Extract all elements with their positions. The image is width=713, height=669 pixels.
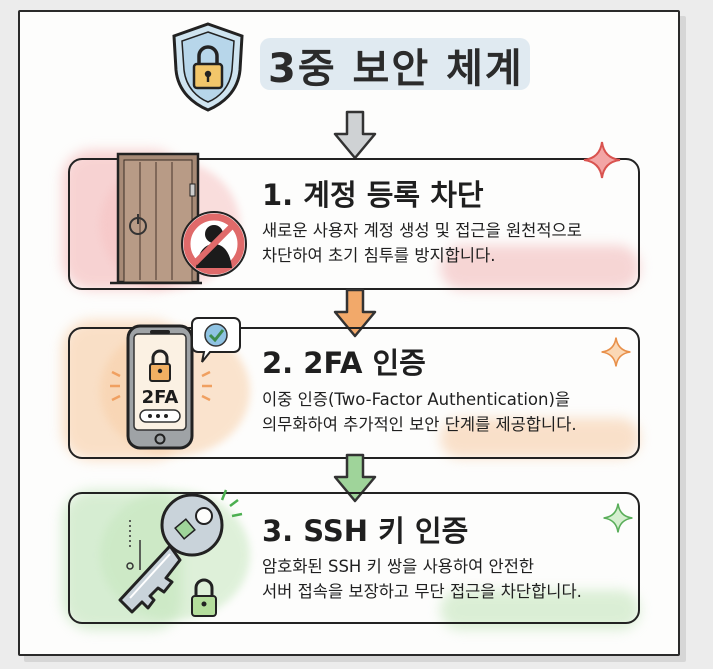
sparkle-icon — [601, 337, 631, 367]
sparkle-icon — [583, 141, 621, 179]
step2-title: 2. 2FA 인증 — [262, 346, 426, 380]
step1-color-wash-right — [440, 245, 640, 290]
step3-card — [68, 492, 640, 624]
step1-description-line2: 차단하여 초기 침투를 방지합니다. — [262, 246, 496, 265]
arrow-down-icon — [333, 453, 377, 503]
step3-title: 3. SSH 키 인증 — [262, 514, 469, 548]
step2-color-wash-right — [440, 418, 640, 458]
header: 3중 보안 체계 — [150, 20, 550, 112]
step1-title: 1. 계정 등록 차단 — [262, 178, 484, 212]
step3-description-line1: 암호화된 SSH 키 쌍을 사용하여 안전한 — [262, 557, 535, 576]
page-title: 3중 보안 체계 — [268, 46, 524, 92]
phone-2fa-icon: 2FA — [110, 317, 241, 450]
arrow-down-icon — [333, 110, 377, 160]
sparkle-icon — [603, 503, 633, 533]
door-blocked-user-icon — [110, 152, 247, 285]
shield-lock-icon — [172, 22, 244, 112]
title-highlight — [260, 38, 530, 90]
step1-description-line1: 새로운 사용자 계정 생성 및 접근을 원천적으로 — [262, 221, 582, 240]
arrow-down-icon — [333, 288, 377, 338]
step2-description-line2: 의무화하여 추가적인 보안 단계를 제공합니다. — [262, 415, 577, 434]
svg-text:2FA: 2FA — [142, 387, 179, 408]
step2-description-line1: 이중 인증(Two-Factor Authentication)을 — [262, 390, 571, 409]
key-lock-icon — [118, 489, 243, 617]
step3-description-line2: 서버 접속을 보장하고 무단 접근을 차단합니다. — [262, 582, 582, 601]
